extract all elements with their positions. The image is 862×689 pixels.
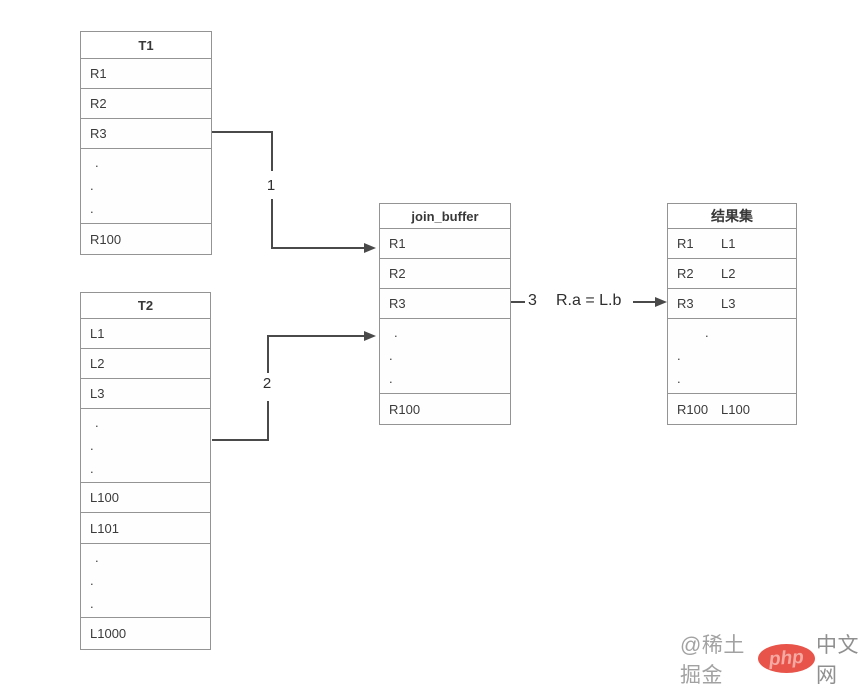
arrow-1-segment bbox=[271, 247, 364, 249]
result-cell-l: L3 bbox=[721, 296, 736, 311]
table-row: R2 bbox=[380, 259, 510, 289]
table-row: R1 bbox=[380, 229, 510, 259]
table-row: L2 bbox=[81, 349, 210, 379]
arrow-2-segment bbox=[212, 439, 269, 441]
table-row: R1 bbox=[81, 59, 211, 89]
table-row: L1 bbox=[81, 319, 210, 349]
table-t1-header: T1 bbox=[81, 32, 211, 59]
result-cell-r: R1 bbox=[677, 236, 694, 251]
php-logo: php bbox=[757, 644, 815, 673]
php-logo-text: php bbox=[768, 646, 805, 670]
watermark-prefix: @稀土掘金 bbox=[680, 633, 745, 687]
table-row-ellipsis: . . . bbox=[81, 409, 210, 483]
arrow-1-segment bbox=[271, 131, 273, 171]
arrow-3-label: 3 bbox=[528, 292, 537, 309]
table-row: R1 L1 bbox=[668, 229, 796, 259]
arrow-3-head bbox=[655, 297, 667, 307]
table-row: R100 bbox=[81, 224, 211, 254]
arrow-2-head bbox=[364, 331, 376, 341]
table-t2: T2 L1 L2 L3 . . . L100 L101 . . . L1000 bbox=[80, 292, 211, 650]
arrow-1-segment bbox=[271, 199, 273, 249]
result-cell-r: R3 bbox=[677, 296, 694, 311]
result-cell-l: L1 bbox=[721, 236, 736, 251]
result-cell-l: L2 bbox=[721, 266, 736, 281]
result-cell-l: L100 bbox=[721, 401, 750, 417]
table-row: L3 bbox=[81, 379, 210, 409]
table-t1: T1 R1 R2 R3 . . . R100 bbox=[80, 31, 212, 255]
table-result-set: 结果集 R1 L1 R2 L2 R3 L3 . . . R100 L100 bbox=[667, 203, 797, 425]
arrow-2-segment bbox=[267, 335, 269, 373]
table-row: R3 bbox=[81, 119, 211, 149]
table-result-set-header: 结果集 bbox=[668, 204, 796, 229]
table-t2-header: T2 bbox=[81, 293, 210, 319]
arrow-1-segment bbox=[212, 131, 273, 133]
table-row: R3 L3 bbox=[668, 289, 796, 319]
watermark-suffix: 中文网 bbox=[815, 633, 859, 687]
table-join-buffer-header: join_buffer bbox=[380, 204, 510, 229]
table-row-ellipsis: . . . bbox=[668, 319, 796, 394]
arrow-1-head bbox=[364, 243, 376, 253]
table-row: L1000 bbox=[81, 618, 210, 649]
table-row: R100 L100 bbox=[668, 394, 796, 424]
table-join-buffer: join_buffer R1 R2 R3 . . . R100 bbox=[379, 203, 511, 425]
table-row-ellipsis: . . . bbox=[380, 319, 510, 394]
table-row: R3 bbox=[380, 289, 510, 319]
arrow-2-label: 2 bbox=[262, 375, 272, 392]
arrow-2-segment bbox=[267, 401, 269, 441]
watermark: @稀土掘金 php 中文网 bbox=[680, 634, 862, 687]
result-cell-r: R100 bbox=[677, 401, 709, 417]
table-row-ellipsis: . . . bbox=[81, 149, 211, 224]
table-row: R2 L2 bbox=[668, 259, 796, 289]
table-row: L100 bbox=[81, 483, 210, 513]
arrow-2-segment bbox=[267, 335, 364, 337]
table-row: R100 bbox=[380, 394, 510, 424]
table-row: R2 bbox=[81, 89, 211, 119]
table-row-ellipsis: . . . bbox=[81, 544, 210, 618]
arrow-3-segment bbox=[633, 301, 656, 303]
join-condition-label: R.a = L.b bbox=[556, 292, 622, 309]
table-row: L101 bbox=[81, 513, 210, 544]
result-cell-r: R2 bbox=[677, 266, 694, 281]
arrow-3-segment bbox=[511, 301, 525, 303]
arrow-1-label: 1 bbox=[266, 177, 276, 194]
